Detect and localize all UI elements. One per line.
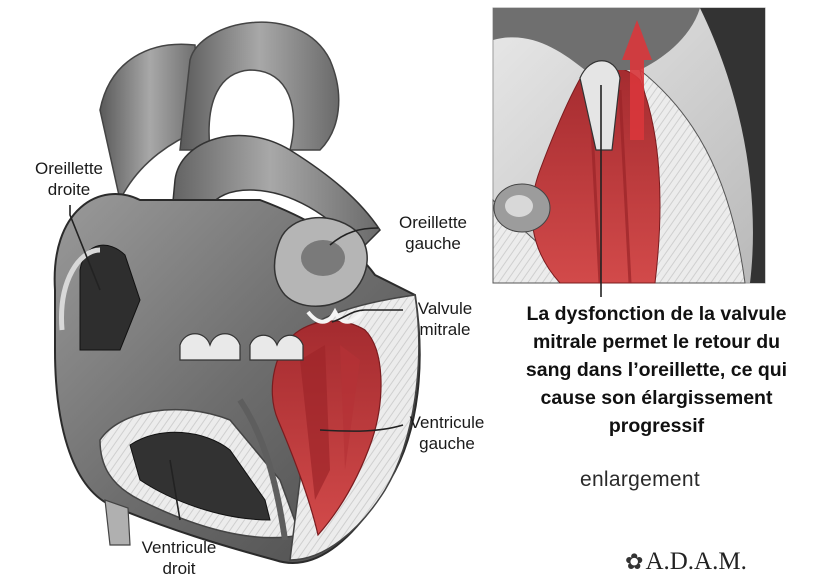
adam-logo: ✿A.D.A.M. (625, 548, 805, 576)
label-right-ventricle: Ventricule droit (124, 537, 234, 579)
label-mitral-valve-line2: mitrale (402, 319, 488, 340)
label-left-atrium-line1: Oreillette (378, 212, 488, 233)
caption-line: cause son élargissement (490, 384, 823, 412)
label-mitral-valve: Valvule mitrale (402, 298, 488, 340)
label-right-ventricle-line2: droit (124, 558, 234, 579)
inset-caption: La dysfonction de la valvule mitrale per… (490, 300, 823, 440)
label-left-atrium-line2: gauche (378, 233, 488, 254)
label-mitral-valve-line1: Valvule (402, 298, 488, 319)
original-caption-word: enlargement (525, 468, 755, 492)
aortic-arch (180, 22, 339, 150)
mitral-regurgitation-inset (493, 8, 765, 283)
leaf-icon: ✿ (625, 549, 643, 574)
logo-text: A.D.A.M. (645, 548, 746, 575)
label-right-atrium-line2: droite (8, 179, 130, 200)
label-right-atrium: Oreillette droite (8, 158, 130, 200)
caption-line: mitrale permet le retour du (490, 328, 823, 356)
caption-line: progressif (490, 412, 823, 440)
label-right-atrium-line1: Oreillette (8, 158, 130, 179)
label-left-ventricle: Ventricule gauche (402, 412, 492, 454)
label-left-ventricle-line2: gauche (402, 433, 492, 454)
label-right-ventricle-line1: Ventricule (124, 537, 234, 558)
label-left-atrium: Oreillette gauche (378, 212, 488, 254)
main-heart (55, 22, 420, 563)
label-left-ventricle-line1: Ventricule (402, 412, 492, 433)
caption-line: sang dans l’oreillette, ce qui (490, 356, 823, 384)
caption-line: La dysfonction de la valvule (490, 300, 823, 328)
